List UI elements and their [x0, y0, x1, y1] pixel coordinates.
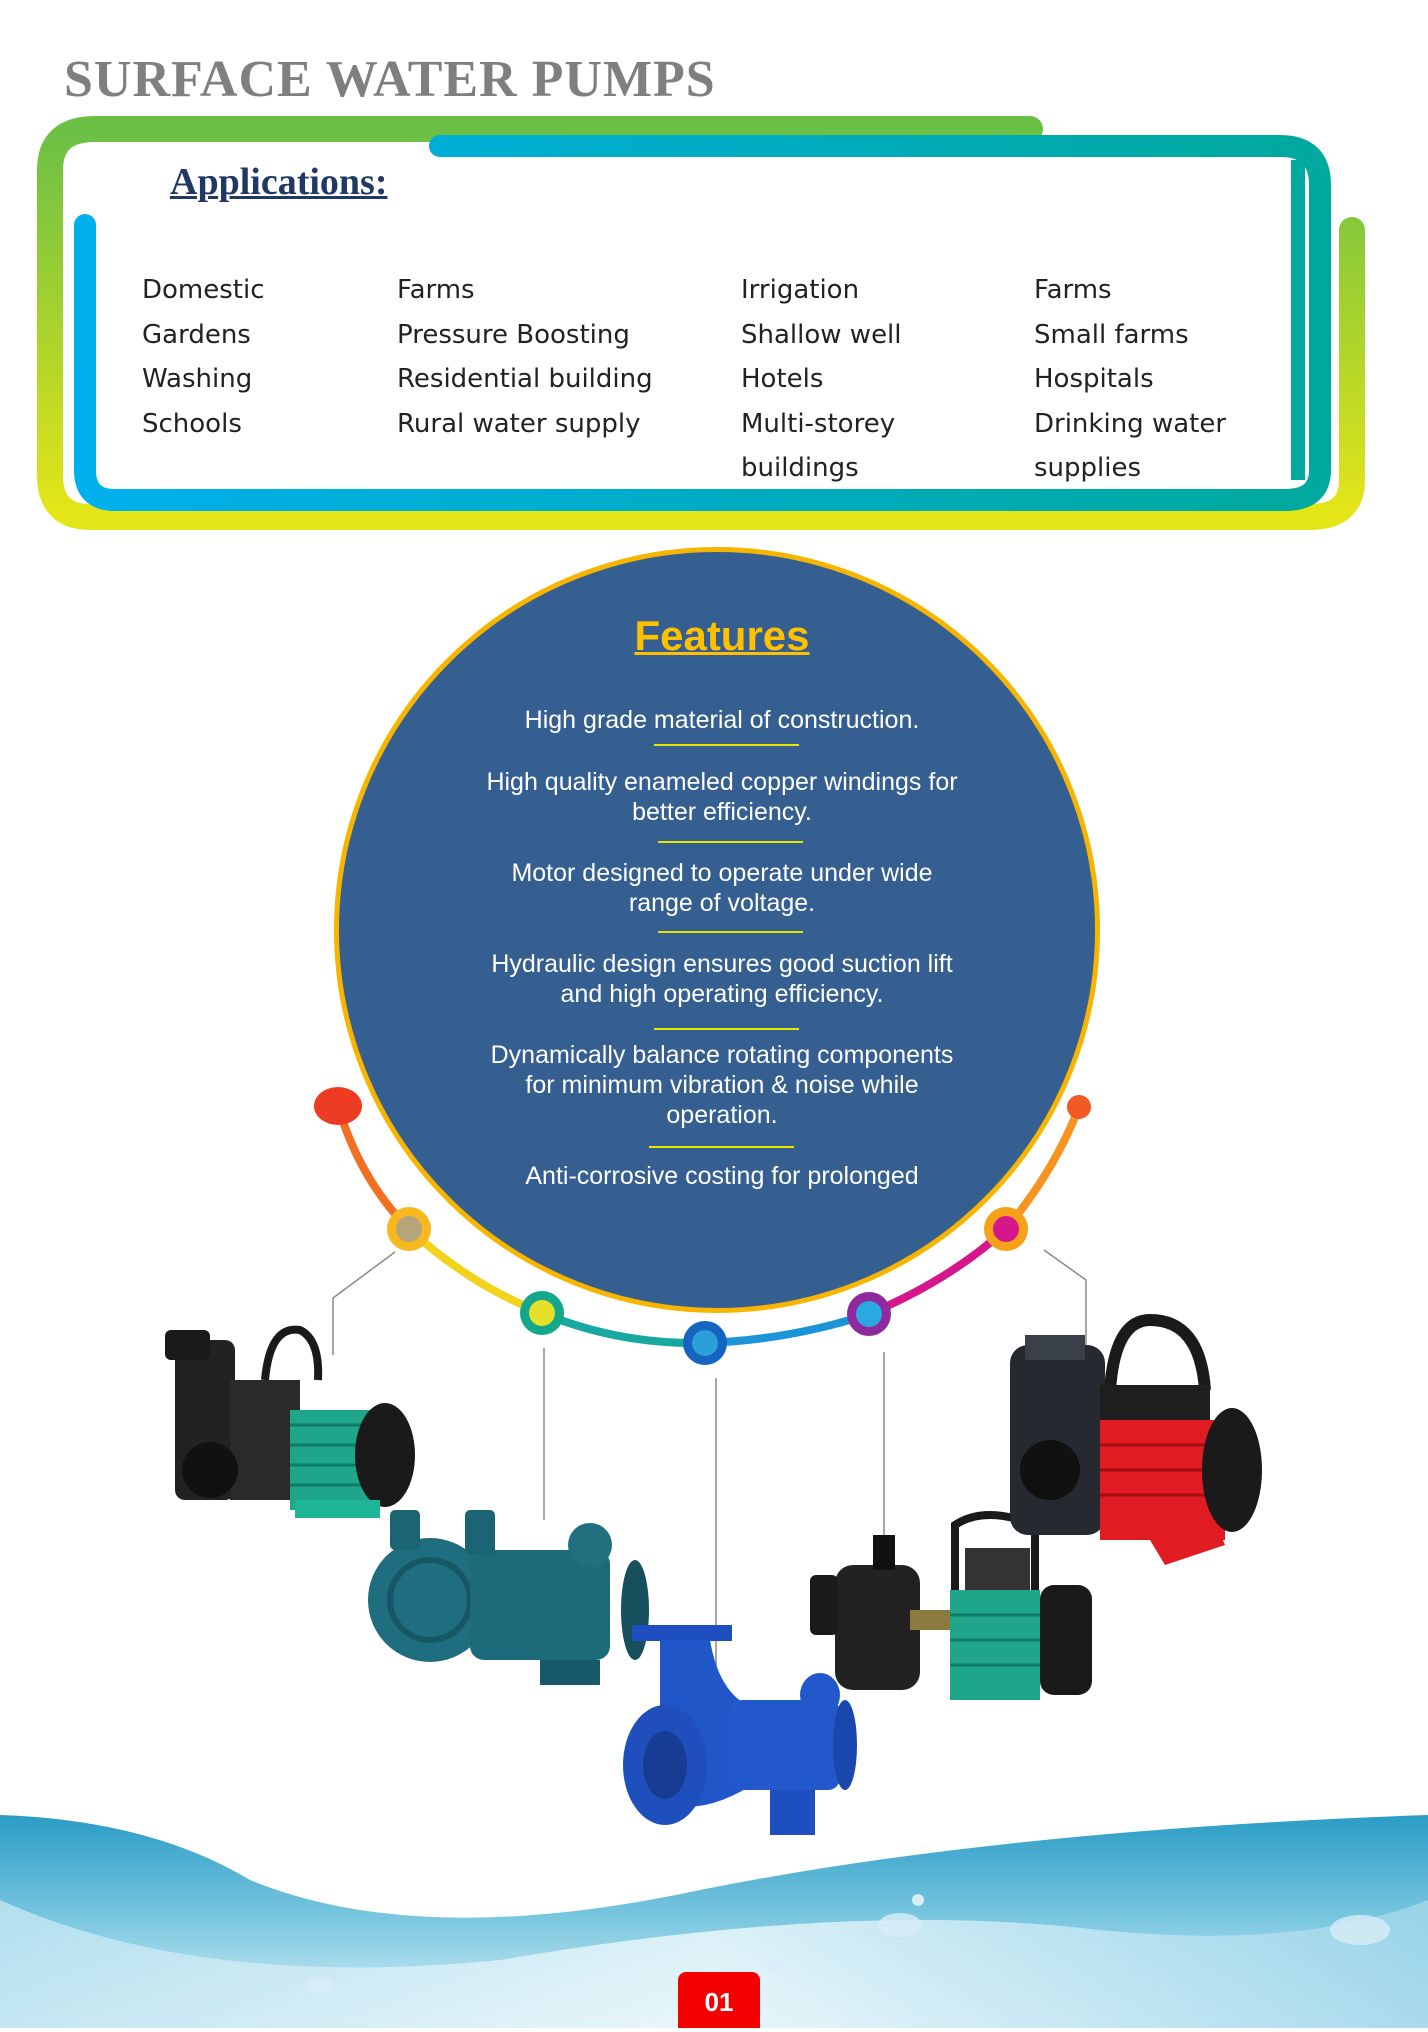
feature-item: Anti-corrosive costing for prolonged — [422, 1161, 1022, 1191]
arc-start-dot — [314, 1087, 362, 1125]
application-item: Hospitals — [1034, 364, 1154, 394]
applications-heading: Applications: — [170, 161, 388, 203]
timeline-arc — [334, 1102, 1083, 1348]
feature-line: Motor designed to operate under wide — [511, 859, 933, 887]
arc-end-dot — [1067, 1095, 1091, 1119]
applications-column-3: Irrigation Shallow well Hotels Multi-sto… — [741, 268, 902, 491]
features-heading-text: Features — [634, 612, 810, 659]
feature-item: High quality enameled copper windings fo… — [422, 767, 1022, 827]
application-item: Small farms — [1034, 319, 1189, 350]
feature-divider — [658, 841, 803, 843]
feature-line: for minimum vibration & noise while — [525, 1071, 919, 1099]
application-item: Multi-storey — [741, 408, 896, 439]
feature-divider — [658, 931, 803, 933]
application-item: Domestic — [142, 275, 265, 305]
application-item: supplies — [1034, 453, 1142, 483]
timeline-node — [847, 1292, 891, 1336]
feature-divider — [654, 1028, 799, 1030]
applications-column-2: Farms Pressure Boosting Residential buil… — [397, 268, 653, 446]
feature-line: range of voltage. — [628, 889, 816, 917]
application-item: Rural water supply — [397, 408, 641, 439]
water-wave — [0, 1815, 1428, 2028]
feature-item: Motor designed to operate under wide ran… — [422, 858, 1022, 918]
pump-image-blue — [623, 1625, 857, 1835]
application-item: Drinking water — [1034, 408, 1227, 439]
pump-image-black-red — [1010, 1313, 1262, 1565]
features-heading: Features — [0, 612, 1428, 660]
feature-line: High quality enameled copper windings fo… — [486, 768, 958, 796]
feature-line: operation. — [666, 1101, 778, 1129]
pump-image-teal — [368, 1510, 649, 1685]
applications-column-4: Farms Small farms Hospitals Drinking wat… — [1034, 268, 1226, 491]
application-item: Schools — [142, 408, 242, 439]
pump-image-black-teal — [165, 1325, 415, 1518]
features-circle — [334, 547, 1100, 1313]
application-item: Pressure Boosting — [397, 319, 630, 350]
application-item: Washing — [142, 364, 253, 394]
applications-frame — [37, 116, 1365, 530]
page-title: SURFACE WATER PUMPS — [64, 51, 716, 108]
feature-line: Anti-corrosive costing for prolonged — [525, 1162, 919, 1190]
feature-line: better efficiency. — [632, 798, 812, 826]
feature-item: Hydraulic design ensures good suction li… — [422, 949, 1022, 1009]
application-item: buildings — [741, 453, 859, 483]
timeline-node — [984, 1207, 1028, 1251]
feature-item: High grade material of construction. — [422, 705, 1022, 735]
applications-column-1: Domestic Gardens Washing Schools — [142, 268, 265, 446]
pump-image-black-green — [810, 1511, 1092, 1700]
timeline-node — [520, 1291, 564, 1335]
application-item: Farms — [1034, 275, 1112, 305]
page-number: 01 — [678, 1972, 760, 2028]
application-item: Irrigation — [741, 275, 860, 305]
feature-divider — [654, 744, 799, 746]
feature-line: Dynamically balance rotating components — [490, 1041, 954, 1069]
feature-item: Dynamically balance rotating components … — [422, 1040, 1022, 1130]
timeline-node — [387, 1207, 431, 1251]
application-item: Shallow well — [741, 319, 902, 350]
application-item: Hotels — [741, 364, 824, 394]
feature-divider — [649, 1146, 794, 1148]
application-item: Farms — [397, 275, 475, 305]
feature-line: High grade material of construction. — [524, 706, 920, 734]
application-item: Residential building — [397, 364, 653, 394]
feature-line: Hydraulic design ensures good suction li… — [491, 950, 953, 978]
application-item: Gardens — [142, 319, 251, 350]
timeline-node — [683, 1321, 727, 1365]
feature-line: and high operating efficiency. — [560, 980, 884, 1008]
